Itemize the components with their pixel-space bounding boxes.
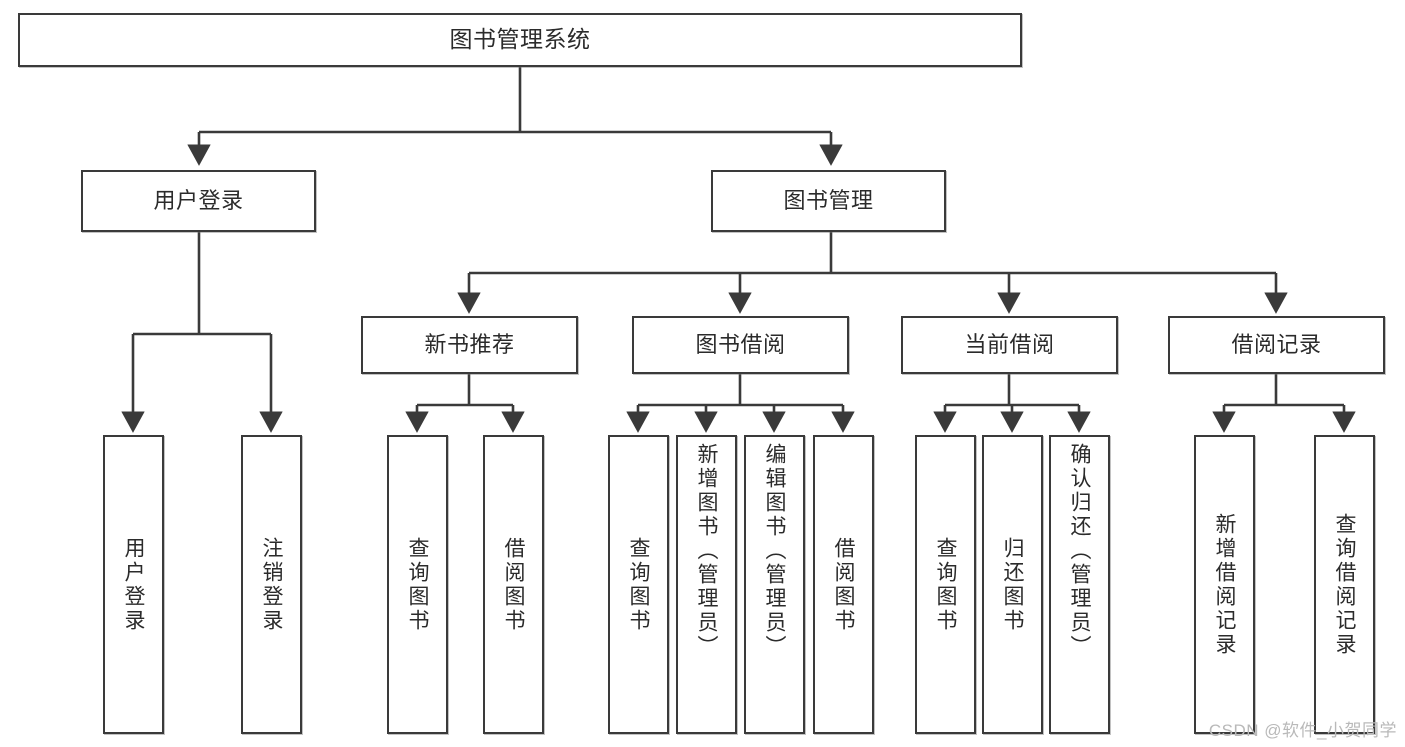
node-root-book-management-system[interactable]: 图书管理系统 xyxy=(18,13,1022,67)
node-label: 查询借阅记录 xyxy=(1333,512,1356,657)
leaf-query-borrow-record[interactable]: 查询借阅记录 xyxy=(1314,435,1375,734)
node-label: 借阅图书 xyxy=(502,536,525,633)
node-user-login[interactable]: 用户登录 xyxy=(81,170,316,232)
node-label: 借阅记录 xyxy=(1231,332,1322,358)
watermark: CSDN @软件_小贺同学 xyxy=(1208,721,1397,740)
node-label: 新增借阅记录 xyxy=(1213,512,1236,657)
node-new-book-recommend[interactable]: 新书推荐 xyxy=(361,316,578,374)
node-label: 确认归还（管理员） xyxy=(1068,443,1091,659)
node-label: 编辑图书（管理员） xyxy=(763,443,786,659)
node-label: 图书管理系统 xyxy=(449,26,591,53)
node-label: 图书借阅 xyxy=(695,332,786,358)
node-book-manage[interactable]: 图书管理 xyxy=(711,170,946,232)
node-label: 查询图书 xyxy=(934,536,957,633)
leaf-user-login[interactable]: 用户登录 xyxy=(103,435,164,734)
node-current-borrow[interactable]: 当前借阅 xyxy=(901,316,1118,374)
node-label: 当前借阅 xyxy=(964,332,1055,358)
leaf-confirm-return[interactable]: 确认归还（管理员） xyxy=(1049,435,1110,734)
node-label: 归还图书 xyxy=(1001,536,1024,633)
leaf-add-borrow-record[interactable]: 新增借阅记录 xyxy=(1194,435,1255,734)
leaf-user-logout[interactable]: 注销登录 xyxy=(241,435,302,734)
leaf-edit-book[interactable]: 编辑图书（管理员） xyxy=(744,435,805,734)
node-label: 新增图书（管理员） xyxy=(695,443,718,659)
node-label: 用户登录 xyxy=(122,536,145,633)
leaf-query-book-borrow[interactable]: 查询图书 xyxy=(608,435,669,734)
node-book-borrow[interactable]: 图书借阅 xyxy=(632,316,849,374)
leaf-query-book-recommend[interactable]: 查询图书 xyxy=(387,435,448,734)
node-label: 查询图书 xyxy=(406,536,429,633)
node-label: 用户登录 xyxy=(153,188,244,214)
node-label: 查询图书 xyxy=(627,536,650,633)
node-label: 借阅图书 xyxy=(832,536,855,633)
leaf-borrow-book-recommend[interactable]: 借阅图书 xyxy=(483,435,544,734)
leaf-return-book[interactable]: 归还图书 xyxy=(982,435,1043,734)
leaf-borrow-book-borrow[interactable]: 借阅图书 xyxy=(813,435,874,734)
node-label: 图书管理 xyxy=(783,188,874,214)
node-borrow-record[interactable]: 借阅记录 xyxy=(1168,316,1385,374)
node-label: 新书推荐 xyxy=(424,332,515,358)
leaf-add-book[interactable]: 新增图书（管理员） xyxy=(676,435,737,734)
node-label: 注销登录 xyxy=(260,536,283,633)
leaf-query-book-current[interactable]: 查询图书 xyxy=(915,435,976,734)
